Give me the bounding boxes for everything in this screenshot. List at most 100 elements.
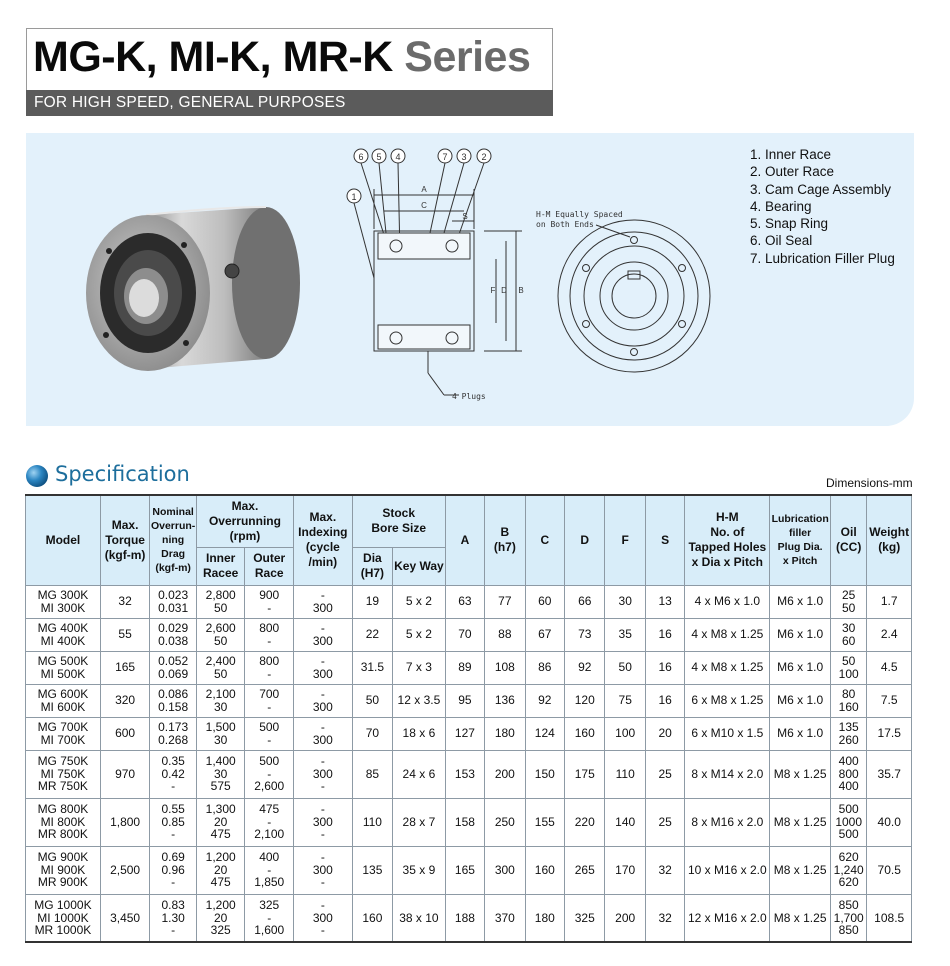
end-view-diagram: H-M Equally Spaced on Both Ends bbox=[536, 210, 711, 373]
cell-drag: 0.023 0.031 bbox=[149, 584, 197, 619]
cell-model: MG 700K MI 700K bbox=[25, 716, 101, 751]
cell-hm: 4 x M6 x 1.0 bbox=[684, 584, 771, 619]
legend-item: 5. Snap Ring bbox=[750, 216, 829, 232]
cell-s: 25 bbox=[644, 749, 686, 799]
cell-c: 67 bbox=[524, 617, 566, 652]
cell-indexing: - 300 bbox=[293, 584, 353, 619]
cell-drag: 0.029 0.038 bbox=[149, 617, 197, 652]
legend-item: 6. Oil Seal bbox=[750, 233, 813, 249]
cell-b: 180 bbox=[484, 716, 526, 751]
cell-torque: 970 bbox=[99, 749, 151, 799]
cell-d: 66 bbox=[564, 584, 606, 619]
cell-hm: 6 x M8 x 1.25 bbox=[684, 683, 771, 718]
header-a: A bbox=[444, 494, 486, 586]
header-hm: H-M No. of Tapped Holes x Dia x Pitch bbox=[684, 494, 771, 586]
cell-oil: 135 260 bbox=[829, 716, 868, 751]
cell-keyway: 35 x 9 bbox=[392, 845, 446, 895]
cell-c: 150 bbox=[524, 749, 566, 799]
cell-model: MG 1000K MI 1000K MR 1000K bbox=[25, 893, 101, 943]
page-title: MG-K, MI-K, MR-K Series bbox=[33, 33, 531, 82]
clutch-photo bbox=[86, 206, 300, 371]
cell-b: 88 bbox=[484, 617, 526, 652]
cell-indexing: - 300 bbox=[293, 650, 353, 685]
cell-outer: 325 - 1,600 bbox=[244, 893, 294, 943]
cell-c: 160 bbox=[524, 845, 566, 895]
cell-indexing: - 300 bbox=[293, 716, 353, 751]
callout-6: 6 bbox=[358, 152, 363, 162]
cell-dia: 160 bbox=[351, 893, 394, 943]
cell-outer: 475 - 2,100 bbox=[244, 797, 294, 847]
dim-label-f: F bbox=[491, 286, 496, 295]
header-weight: Weight (kg) bbox=[866, 494, 912, 586]
callout-1: 1 bbox=[351, 192, 356, 202]
dim-label-d: D bbox=[501, 286, 507, 295]
spec-title: Specification bbox=[55, 462, 190, 486]
cell-s: 25 bbox=[644, 797, 686, 847]
legend-item: 4. Bearing bbox=[750, 198, 812, 214]
header-max-torque: Max. Torque (kgf-m) bbox=[99, 494, 151, 586]
cell-d: 175 bbox=[564, 749, 606, 799]
dimensions-note: Dimensions-mm bbox=[826, 476, 913, 490]
cell-weight: 7.5 bbox=[866, 683, 912, 718]
cell-model: MG 400K MI 400K bbox=[25, 617, 101, 652]
cell-f: 100 bbox=[604, 716, 646, 751]
cell-d: 73 bbox=[564, 617, 606, 652]
cell-lub: M8 x 1.25 bbox=[769, 797, 831, 847]
cell-torque: 1,800 bbox=[99, 797, 151, 847]
header-d: D bbox=[564, 494, 606, 586]
header-stock-bore: Stock Bore Size bbox=[351, 494, 446, 548]
legend-item: 2. Outer Race bbox=[750, 164, 835, 180]
dim-label-c: C bbox=[421, 201, 427, 210]
cell-c: 86 bbox=[524, 650, 566, 685]
dim-label-s: S bbox=[462, 212, 467, 221]
cell-f: 200 bbox=[604, 893, 646, 943]
header-c: C bbox=[524, 494, 566, 586]
callout-3: 3 bbox=[461, 152, 466, 162]
header-oil: Oil (CC) bbox=[829, 494, 868, 586]
cell-hm: 12 x M16 x 2.0 bbox=[684, 893, 771, 943]
cell-c: 92 bbox=[524, 683, 566, 718]
cell-oil: 30 60 bbox=[829, 617, 868, 652]
header-b: B (h7) bbox=[484, 494, 526, 586]
cell-s: 20 bbox=[644, 716, 686, 751]
cell-d: 265 bbox=[564, 845, 606, 895]
cell-d: 120 bbox=[564, 683, 606, 718]
cell-s: 32 bbox=[644, 845, 686, 895]
legend-item: 3. Cam Cage Assembly bbox=[750, 181, 892, 197]
cell-dia: 19 bbox=[351, 584, 394, 619]
cell-torque: 600 bbox=[99, 716, 151, 751]
title-box: MG-K, MI-K, MR-K Series bbox=[26, 28, 553, 90]
cell-keyway: 7 x 3 bbox=[392, 650, 446, 685]
cell-d: 160 bbox=[564, 716, 606, 751]
cell-c: 60 bbox=[524, 584, 566, 619]
cell-f: 75 bbox=[604, 683, 646, 718]
cell-indexing: - 300 bbox=[293, 617, 353, 652]
cell-outer: 900 - bbox=[244, 584, 294, 619]
header-max-overrunning: Max. Overrunning (rpm) bbox=[195, 494, 295, 548]
cell-dia: 135 bbox=[351, 845, 394, 895]
cell-drag: 0.052 0.069 bbox=[149, 650, 197, 685]
cell-dia: 110 bbox=[351, 797, 394, 847]
cell-weight: 1.7 bbox=[866, 584, 912, 619]
cell-inner: 1,300 20 475 bbox=[195, 797, 246, 847]
cell-model: MG 800K MI 800K MR 800K bbox=[25, 797, 101, 847]
cell-oil: 50 100 bbox=[829, 650, 868, 685]
subtitle-bar: FOR HIGH SPEED, GENERAL PURPOSES bbox=[26, 90, 553, 116]
cell-inner: 1,200 20 325 bbox=[195, 893, 246, 943]
cell-b: 136 bbox=[484, 683, 526, 718]
cell-hm: 8 x M14 x 2.0 bbox=[684, 749, 771, 799]
cell-hm: 4 x M8 x 1.25 bbox=[684, 650, 771, 685]
cell-torque: 320 bbox=[99, 683, 151, 718]
cell-lub: M8 x 1.25 bbox=[769, 893, 831, 943]
cell-dia: 85 bbox=[351, 749, 394, 799]
cell-indexing: - 300 - bbox=[293, 749, 353, 799]
cell-drag: 0.55 0.85 - bbox=[149, 797, 197, 847]
cell-keyway: 5 x 2 bbox=[392, 584, 446, 619]
cell-f: 30 bbox=[604, 584, 646, 619]
